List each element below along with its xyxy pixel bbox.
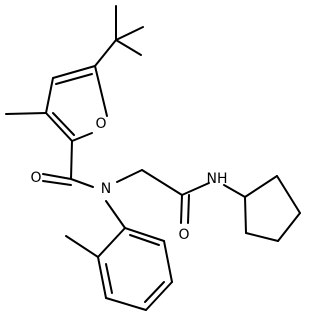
amide-n-substituents [105,169,183,229]
glycine-oxygen-label: O [178,227,189,243]
amide-nitrogen-label: N [101,181,111,197]
amide-carbonyl [42,140,94,188]
glycinamide-carbonyl [180,182,210,224]
tolyl-methyl-bond [65,235,99,258]
tolyl-ring [97,227,173,311]
glycine-nh-label: NH [207,171,228,187]
furan-methyl-bond [5,112,47,115]
cyclopentyl-ring [223,175,301,242]
furan-oxygen-label: O [95,116,106,132]
tert-butyl-group [94,5,144,67]
furan-ring [45,65,108,142]
amide-oxygen-label: O [30,170,41,186]
